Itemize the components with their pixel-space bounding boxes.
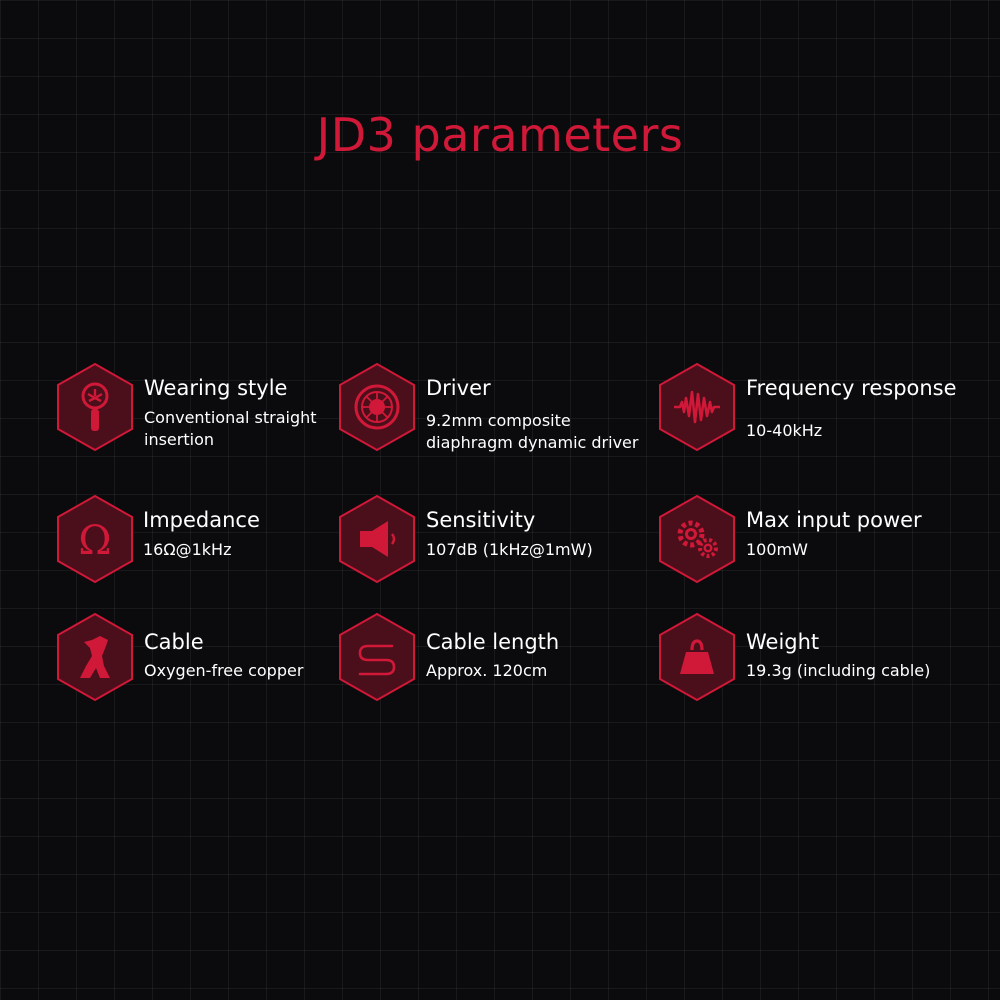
omega-icon: Ω: [78, 518, 111, 564]
param-frequency-response: Frequency response 10-40kHz: [658, 362, 958, 452]
cable-length-icon: [358, 644, 396, 676]
param-label: Cable: [144, 630, 204, 654]
earphone-icon: [81, 382, 109, 431]
param-wearing-style: Wearing style Conventional straight inse…: [56, 362, 356, 452]
weight-icon: [680, 639, 714, 674]
param-label: Frequency response: [746, 376, 957, 400]
param-label: Wearing style: [144, 376, 288, 400]
hex-badge: [658, 494, 736, 584]
param-impedance: Ω Impedance 16Ω@1kHz: [56, 494, 356, 584]
param-max-input-power: Max input power 100mW: [658, 494, 958, 584]
hex-badge: [56, 362, 134, 452]
cable-icon: [80, 636, 110, 678]
param-value: 9.2mm composite diaphragm dynamic driver: [426, 411, 639, 452]
svg-text:Ω: Ω: [78, 518, 111, 564]
hex-badge: [338, 362, 416, 452]
hex-badge: [658, 612, 736, 702]
driver-icon: [354, 384, 400, 430]
param-sensitivity: Sensitivity 107dB (1kHz@1mW): [338, 494, 638, 584]
param-weight: Weight 19.3g (including cable): [658, 612, 958, 702]
param-value: Approx. 120cm: [426, 661, 548, 680]
hex-badge: [56, 612, 134, 702]
waveform-icon: [674, 390, 720, 424]
param-value: 10-40kHz: [746, 421, 823, 440]
param-driver: Driver 9.2mm composite diaphragm dynamic…: [338, 362, 638, 452]
speaker-icon: [360, 521, 396, 557]
param-label: Driver: [426, 376, 491, 400]
param-value: 19.3g (including cable): [746, 661, 931, 680]
hex-badge: [658, 362, 736, 452]
param-label: Weight: [746, 630, 820, 654]
page-title: JD3 parameters: [316, 108, 684, 162]
param-label: Max input power: [746, 508, 922, 532]
param-value: Conventional straight insertion: [144, 408, 317, 449]
param-label: Sensitivity: [426, 508, 536, 532]
param-value: 16Ω@1kHz: [143, 540, 232, 559]
param-value: 100mW: [746, 540, 808, 559]
hex-badge: [338, 612, 416, 702]
hex-badge: Ω: [56, 494, 134, 584]
param-label: Cable length: [426, 630, 560, 654]
param-label: Impedance: [143, 508, 260, 532]
param-cable: Cable Oxygen-free copper: [56, 612, 356, 702]
param-value: Oxygen-free copper: [144, 661, 304, 680]
hex-badge: [338, 494, 416, 584]
param-cable-length: Cable length Approx. 120cm: [338, 612, 638, 702]
gears-icon: [677, 520, 718, 558]
param-value: 107dB (1kHz@1mW): [426, 540, 593, 559]
